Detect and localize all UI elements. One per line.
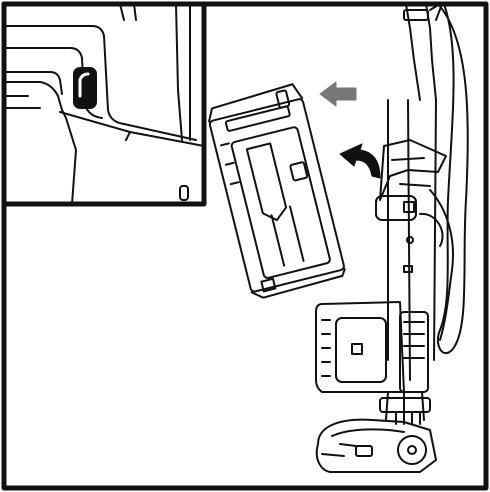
inset-detail xyxy=(4,4,204,204)
